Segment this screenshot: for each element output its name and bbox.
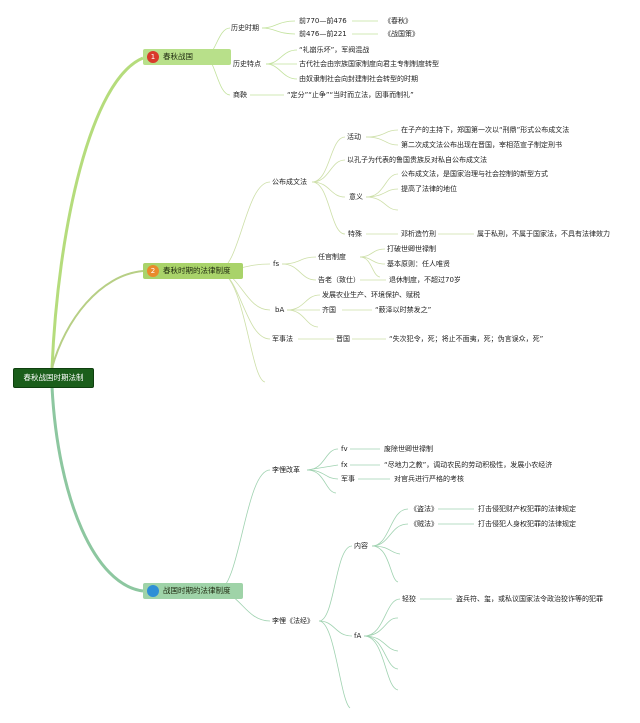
- node-feature-3[interactable]: 由奴隶制社会向封建制社会转型的时期: [299, 75, 418, 83]
- branch-label: 战国时期的法律制度: [163, 586, 231, 595]
- node-official-1[interactable]: 打破世卿世禄制: [387, 245, 436, 253]
- connector-root-b1: [50, 56, 144, 369]
- root-node[interactable]: 春秋战国时期法制: [13, 368, 94, 388]
- node-content[interactable]: 内容: [354, 542, 368, 550]
- node-military[interactable]: 军事: [341, 475, 355, 483]
- node-fs[interactable]: fs: [273, 260, 280, 268]
- node-shang-yang[interactable]: 商鞅: [233, 91, 247, 99]
- node-activity-2[interactable]: 第二次成文法公布出现在晋国，宰相范宣子制定刑书: [401, 141, 562, 149]
- node-official-system[interactable]: 任官制度: [318, 253, 346, 261]
- node-fx[interactable]: fx: [341, 461, 348, 469]
- branch-chunqiu-law[interactable]: 2 春秋时期的法律制度: [143, 263, 243, 279]
- node-ba-1[interactable]: 发展农业生产、环境保护、赋税: [322, 291, 420, 299]
- node-period-1-book[interactable]: 《春秋》: [384, 17, 412, 25]
- node-fx-note[interactable]: “尽地力之教”，调动农民的劳动积极性，发展小农经济: [384, 461, 553, 469]
- badge-icon: [147, 585, 159, 597]
- node-shang-yang-note[interactable]: “定分”“止争”“当时而立法，因事而制礼”: [287, 91, 414, 99]
- node-period-2-range[interactable]: 前476—前221: [299, 30, 347, 38]
- branch-label: 春秋战国: [163, 52, 193, 61]
- node-meaning-1[interactable]: 公布成文法，是国家治理与社会控制的新型方式: [401, 170, 548, 178]
- badge-number-1: 1: [147, 51, 159, 63]
- node-deng-xi[interactable]: 邓析造竹刑: [401, 230, 436, 238]
- node-li-kui-reform[interactable]: 李悝改革: [272, 466, 300, 474]
- node-historical-period[interactable]: 历史时期: [231, 24, 259, 32]
- node-deng-xi-note[interactable]: 属于私刑，不属于国家法，不具有法律效力: [477, 230, 610, 238]
- node-meaning[interactable]: 意义: [349, 193, 363, 201]
- node-activity-1[interactable]: 在子产的主持下，郑国第一次以“刑鼎”形式公布成文法: [401, 126, 570, 134]
- node-qi[interactable]: 齐国: [322, 306, 336, 314]
- node-qi-note[interactable]: “薮泽以时禁发之”: [375, 306, 432, 314]
- branch-chunqiu-zhanguo[interactable]: 1 春秋战国: [143, 49, 231, 65]
- node-qiang-yu[interactable]: 轻狡: [402, 595, 416, 603]
- node-dao-fa[interactable]: 《盗法》: [410, 505, 438, 513]
- branch-zhanguo-law[interactable]: 战国时期的法律制度: [143, 583, 243, 599]
- node-fv-note[interactable]: 废除世卿世禄制: [384, 445, 433, 453]
- node-qiang-yu-note[interactable]: 盗兵符、玺，或私议国家法令政治狡诈等的犯罪: [456, 595, 603, 603]
- node-confucius[interactable]: 以孔子为代表的鲁国贵族反对私自公布成文法: [347, 156, 487, 164]
- branch-label: 春秋时期的法律制度: [163, 266, 231, 275]
- node-li-kui-fajing[interactable]: 李悝《法经》: [272, 617, 314, 625]
- connectors-b3: [216, 448, 474, 709]
- node-feature-2[interactable]: 古代社会由宗族国家制度向君主专制制度转型: [299, 60, 439, 68]
- node-zei-fa[interactable]: 《贼法》: [410, 520, 438, 528]
- node-special[interactable]: 特殊: [348, 230, 362, 238]
- node-zei-fa-note[interactable]: 打击侵犯人身权犯罪的法律规定: [478, 520, 576, 528]
- node-official-2[interactable]: 基本原则：任人唯贤: [387, 260, 450, 268]
- node-activity[interactable]: 活动: [347, 133, 361, 141]
- node-fv[interactable]: fv: [341, 445, 348, 453]
- node-period-1-range[interactable]: 前770—前476: [299, 17, 347, 25]
- node-military-note[interactable]: 对官兵进行严格的考核: [394, 475, 464, 483]
- node-features[interactable]: 历史特点: [233, 60, 261, 68]
- node-retirement[interactable]: 告老（致仕）: [318, 276, 360, 284]
- node-ba[interactable]: bA: [275, 306, 285, 314]
- node-feature-1[interactable]: “礼崩乐坏”，军阀混战: [299, 46, 370, 54]
- node-fa[interactable]: fA: [354, 632, 362, 640]
- node-jin[interactable]: 晋国: [336, 335, 350, 343]
- node-publish-law[interactable]: 公布成文法: [272, 178, 307, 186]
- node-dao-fa-note[interactable]: 打击侵犯财产权犯罪的法律规定: [478, 505, 576, 513]
- node-retirement-note[interactable]: 退休制度，不超过70岁: [389, 276, 461, 284]
- connector-root-b3: [50, 386, 144, 593]
- node-jin-note[interactable]: “失次犯令，死；将止不面夷，死；伪言误众，死”: [389, 335, 544, 343]
- node-period-2-book[interactable]: 《战国策》: [384, 30, 419, 38]
- badge-number-2: 2: [147, 265, 159, 277]
- connector-root-b2: [51, 270, 144, 369]
- node-military-law[interactable]: 军事法: [272, 335, 293, 343]
- node-meaning-2[interactable]: 提高了法律的地位: [401, 185, 457, 193]
